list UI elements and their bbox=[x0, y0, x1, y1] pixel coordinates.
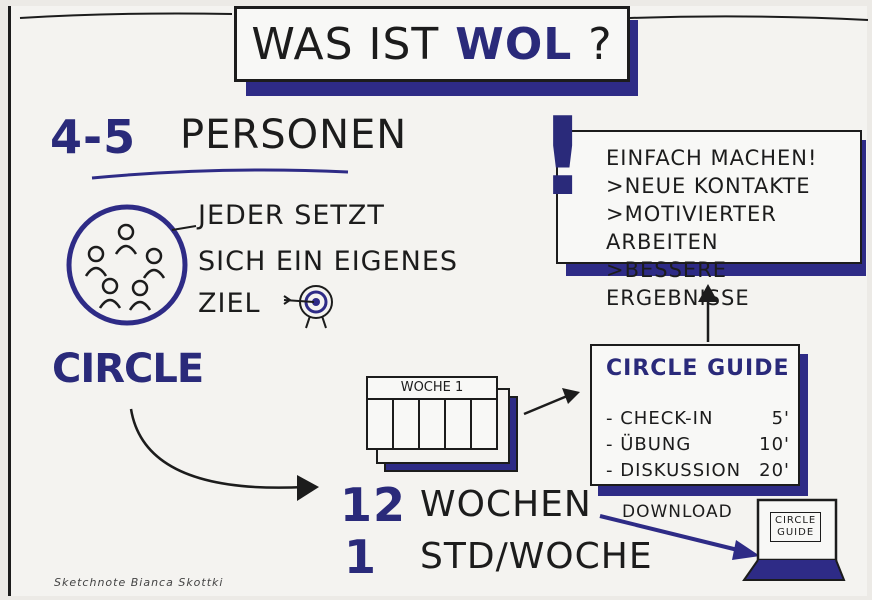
benefits-header: EINFACH MACHEN! bbox=[606, 146, 818, 170]
title-highlight: WOL bbox=[455, 18, 573, 70]
arrow-up bbox=[698, 284, 718, 342]
title-left-line bbox=[19, 12, 233, 19]
goal-line-2: SICH EIN EIGENES bbox=[198, 246, 459, 277]
week-card-label: WOCHE 1 bbox=[368, 378, 496, 400]
laptop-screen-line-2: GUIDE bbox=[777, 527, 815, 538]
guide-title: CIRCLE GUIDE bbox=[606, 356, 790, 381]
benefit-item: >NEUE KONTAKTE bbox=[606, 174, 811, 198]
laptop-screen: CIRCLE GUIDE bbox=[770, 512, 822, 542]
arrow-to-guide bbox=[523, 388, 580, 416]
title-right-line bbox=[629, 15, 869, 21]
title-box: WAS IST WOL ? bbox=[234, 6, 630, 82]
laptop-screen-line-1: CIRCLE bbox=[775, 515, 817, 526]
weeks-label: WOCHEN bbox=[420, 484, 592, 525]
hour-label: STD/WOCHE bbox=[420, 536, 653, 577]
benefits-box bbox=[556, 130, 862, 264]
benefits-list: EINFACH MACHEN! >NEUE KONTAKTE >MOTIVIER… bbox=[606, 144, 872, 312]
goal-line-3: ZIEL bbox=[198, 288, 261, 319]
credit: Sketchnote Bianca Skottki bbox=[54, 576, 224, 589]
circle-label: CIRCLE bbox=[52, 346, 204, 392]
paper-sheet bbox=[8, 6, 867, 596]
title-suffix: ? bbox=[588, 18, 613, 70]
week-card: WOCHE 1 bbox=[366, 376, 498, 450]
weeks-number: 12 bbox=[340, 478, 407, 532]
circle-connector bbox=[171, 225, 197, 231]
hour-number: 1 bbox=[344, 530, 378, 584]
persons-number: 4-5 bbox=[50, 110, 137, 164]
goal-line-1: JEDER SETZT bbox=[198, 200, 385, 231]
benefit-item: >MOTIVIERTER ARBEITEN bbox=[606, 202, 777, 254]
target-icon bbox=[283, 285, 333, 329]
benefit-item: >BESSERE ERGEBNISSE bbox=[606, 258, 750, 310]
circle-people-icon bbox=[66, 204, 188, 326]
arrow-to-weeks bbox=[129, 408, 319, 501]
download-arrow bbox=[599, 514, 760, 560]
persons-underline bbox=[91, 168, 349, 180]
download-label[interactable]: DOWNLOAD bbox=[622, 502, 733, 522]
persons-label: PERSONEN bbox=[180, 112, 408, 158]
title-prefix: WAS IST bbox=[251, 18, 440, 70]
exclamation-mark: ! bbox=[538, 95, 589, 220]
